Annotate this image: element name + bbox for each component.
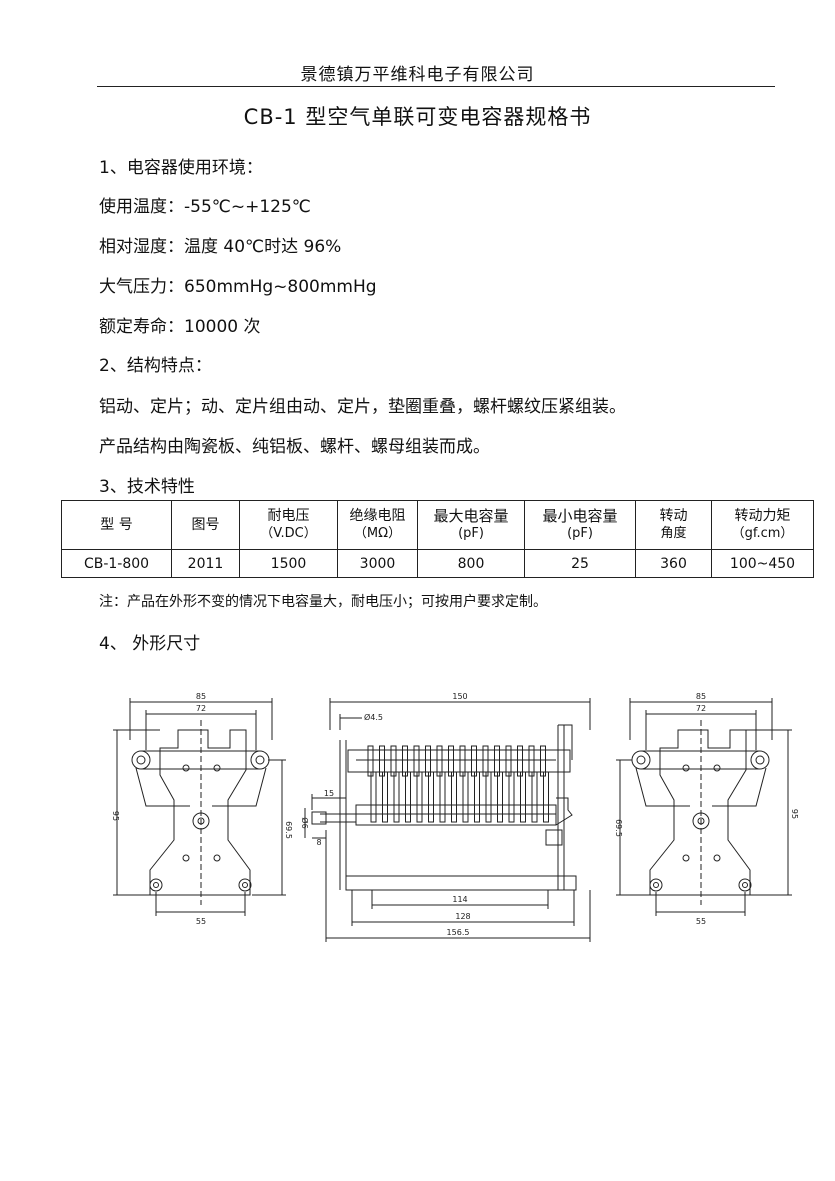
dim-right-95: 95 [790,809,799,819]
pressure-spec: 大气压力：650mmHg~800mmHg [99,277,377,297]
dim-left-695: 69.5 [284,821,293,839]
dim-center-d45: Ø4.5 [364,712,383,722]
header-min-capacitance: 最小电容量(pF) [524,500,636,550]
cell-model: CB-1-800 [61,549,172,578]
capacitor-plates [367,745,549,823]
table-row: CB-1-800 2011 1500 3000 800 25 360 100~4… [61,549,814,578]
dimension-drawing: 85 72 95 69.5 55 150 Ø4.5 15 Ø6 8 114 12… [111,692,799,942]
header-max-capacitance: 最大电容量(pF) [417,500,525,550]
document-title: CB-1 型空气单联可变电容器规格书 [243,105,592,129]
dim-right-72: 72 [696,704,706,713]
cell-torque: 100~450 [711,549,814,578]
header-insulation: 绝缘电阻（MΩ） [337,500,418,550]
dim-left-55: 55 [196,917,206,926]
cell-max-capacitance: 800 [417,549,525,578]
temperature-spec: 使用温度：-55℃~+125℃ [99,197,311,217]
cell-voltage: 1500 [239,549,338,578]
dim-left-95: 95 [111,811,120,821]
dim-center-15: 15 [324,789,334,798]
header-model: 型 号 [61,500,172,550]
humidity-spec: 相对湿度：温度 40℃时达 96% [99,237,342,257]
dim-center-114: 114 [452,895,467,904]
structure-line-2: 产品结构由陶瓷板、纯铝板、螺杆、螺母组装而成。 [99,437,490,457]
structure-heading: 2、结构特点： [99,356,212,376]
stator-plate [474,771,480,823]
company-name: 景德镇万平维科电子有限公司 [300,65,535,85]
cell-insulation: 3000 [337,549,418,578]
stator-plate [451,771,457,823]
life-spec: 额定寿命：10000 次 [99,317,261,337]
stator-plate [497,771,503,823]
cell-min-capacitance: 25 [524,549,636,578]
stator-plate [416,771,423,823]
stator-plate [370,771,377,823]
stator-plate [393,771,400,823]
env-heading: 1、电容器使用环境： [99,158,263,178]
dim-right-695: 69.5 [614,819,623,837]
spec-table: 型 号 图号 耐电压（V.DC） 绝缘电阻（MΩ） 最大电容量(pF) 最小电容… [61,500,814,578]
right-side-view [616,698,792,916]
cell-rotation-angle: 360 [635,549,712,578]
stator-plate [543,771,549,823]
dim-center-d6: Ø6 [300,817,310,828]
center-front-view [304,698,591,942]
stator-plate [520,771,526,823]
header-rotation-angle: 转动角度 [635,500,712,550]
stator-plate [428,771,434,823]
stator-plate [405,771,411,823]
left-side-view [113,698,286,916]
stator-plate [439,771,446,823]
stator-plate [382,771,388,823]
header-drawing-no: 图号 [171,500,240,550]
structure-line-1: 铝动、定片；动、定片组由动、定片，垫圈重叠，螺杆螺纹压紧组装。 [99,397,626,417]
table-note: 注：产品在外形不变的情况下电容量大，耐电压小；可按用户要求定制。 [99,594,547,610]
header-voltage: 耐电压（V.DC） [239,500,338,550]
dim-center-8: 8 [316,838,321,847]
dimension-heading: 4、 外形尺寸 [99,634,201,654]
dim-center-1565: 156.5 [447,928,470,937]
dim-left-85: 85 [196,692,206,701]
table-header-row: 型 号 图号 耐电压（V.DC） 绝缘电阻（MΩ） 最大电容量(pF) 最小电容… [61,500,814,550]
stator-plate [508,771,515,823]
tech-heading: 3、技术特性 [99,477,195,497]
cell-drawing-no: 2011 [171,549,240,578]
dim-center-128: 128 [455,912,470,921]
header-rule [97,86,775,87]
stator-plate [531,771,538,823]
dim-right-85: 85 [696,692,706,701]
dim-center-150: 150 [452,692,467,701]
dim-right-55: 55 [696,917,706,926]
dim-left-72: 72 [196,704,206,713]
stator-plate [485,771,492,823]
header-torque: 转动力矩（gf.cm） [711,500,814,550]
stator-plate [462,771,469,823]
